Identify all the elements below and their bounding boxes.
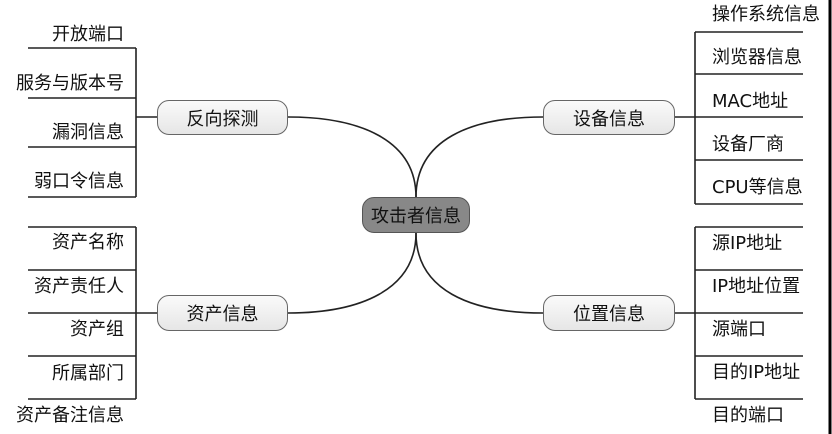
leaf-item: MAC地址 — [712, 91, 789, 112]
curve-to-asset-info — [287, 232, 417, 314]
leaf-item: 资产名称 — [52, 232, 124, 253]
node-device-info[interactable]: 设备信息 — [543, 100, 675, 135]
curve-to-location-info — [415, 232, 544, 314]
leaf-item: 操作系统信息 — [712, 4, 820, 25]
leaf-item: CPU等信息 — [712, 177, 803, 198]
node-reverse-probe[interactable]: 反向探测 — [157, 100, 288, 135]
leaf-item: 服务与版本号 — [16, 73, 124, 94]
leaf-item: 源IP地址 — [712, 233, 783, 254]
leaf-item: 开放端口 — [52, 24, 124, 45]
leaf-item: 所属部门 — [52, 363, 124, 384]
leaf-item: 目的端口 — [712, 405, 784, 426]
node-asset-info[interactable]: 资产信息 — [157, 295, 288, 331]
leaf-item: 资产组 — [70, 319, 124, 340]
node-location-info[interactable]: 位置信息 — [543, 295, 675, 331]
leaf-item: IP地址位置 — [712, 276, 801, 297]
leaf-item: 目的IP地址 — [712, 362, 801, 383]
leaf-item: 漏洞信息 — [52, 122, 124, 143]
leaf-item: 源端口 — [712, 319, 766, 340]
leaf-item: 浏览器信息 — [712, 47, 802, 68]
leaf-item: 资产责任人 — [34, 276, 124, 297]
leaf-item: 资产备注信息 — [16, 405, 124, 426]
curve-to-device-info — [415, 116, 544, 198]
leaf-item: 设备厂商 — [712, 134, 784, 155]
center-node[interactable]: 攻击者信息 — [362, 197, 470, 233]
leaf-item: 弱口令信息 — [34, 171, 124, 192]
curve-to-reverse-probe — [287, 116, 417, 198]
